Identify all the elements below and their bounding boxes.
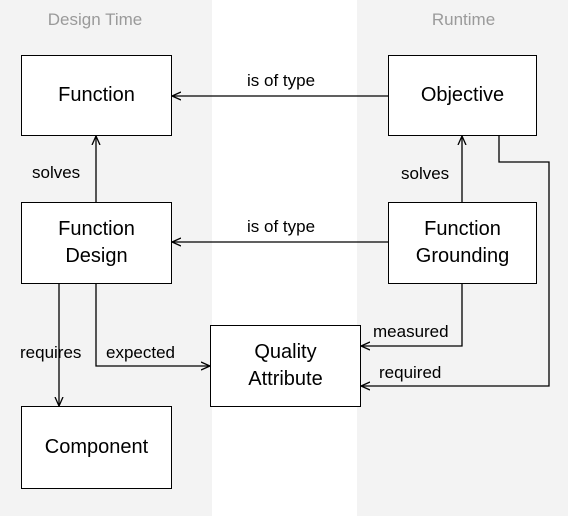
- label-solves-left: solves: [32, 163, 81, 182]
- edge-grounding-quality: [361, 284, 463, 346]
- node-component: Component: [21, 406, 172, 489]
- runtime-title: Runtime: [431, 10, 496, 29]
- design-time-title: Design Time: [47, 10, 143, 29]
- node-function-grounding: Function Grounding: [388, 202, 537, 284]
- label-measured: measured: [373, 322, 449, 341]
- label-required: required: [379, 363, 442, 382]
- label-expected: expected: [106, 343, 175, 362]
- node-function: Function: [21, 55, 172, 136]
- edge-objective-quality: [361, 136, 550, 386]
- edge-design-quality: [95, 284, 210, 366]
- node-objective: Objective: [388, 55, 537, 136]
- label-is-of-type-mid: is of type: [247, 217, 316, 236]
- label-requires: requires: [20, 343, 82, 362]
- node-function-design: Function Design: [21, 202, 172, 284]
- node-quality-attribute: Quality Attribute: [210, 325, 361, 407]
- label-solves-right: solves: [401, 164, 450, 183]
- label-is-of-type-top: is of type: [247, 71, 316, 90]
